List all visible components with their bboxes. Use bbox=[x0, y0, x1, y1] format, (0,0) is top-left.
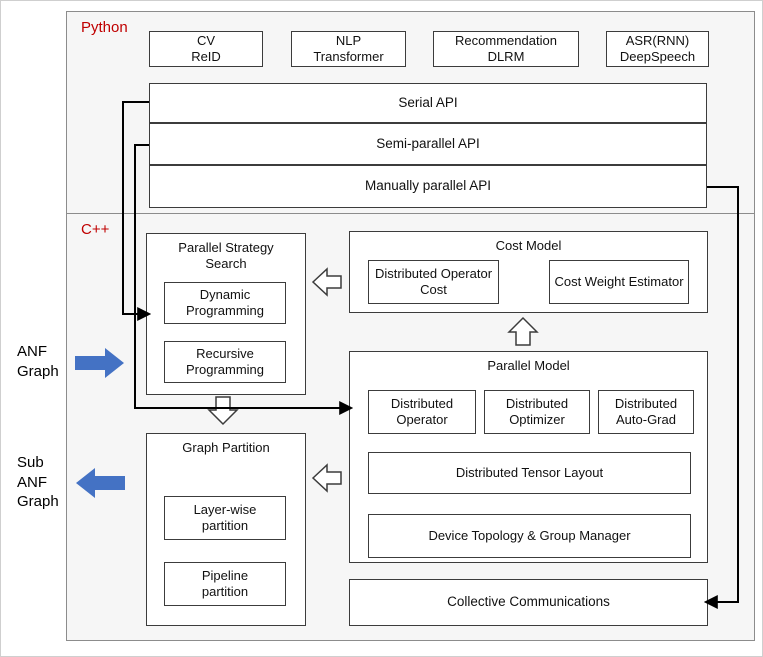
app-box-text: NLP Transformer bbox=[313, 33, 383, 66]
app-line2: DLRM bbox=[487, 49, 525, 64]
app-box-text: ASR(RNN) DeepSpeech bbox=[620, 33, 695, 66]
python-section-label: Python bbox=[81, 19, 128, 36]
parallel-model-title: Parallel Model bbox=[487, 358, 570, 373]
app-line1: NLP bbox=[335, 32, 362, 48]
dynamic-programming-box: Dynamic Programming bbox=[164, 282, 286, 324]
layer-wise-partition-box: Layer-wise partition bbox=[164, 496, 286, 540]
app-line2: ReID bbox=[191, 49, 221, 64]
app-box-asr-deepspeech: ASR(RNN) DeepSpeech bbox=[606, 31, 709, 67]
cpp-section-label: C++ bbox=[81, 221, 110, 238]
sub-anf-graph-label: Sub ANF Graph bbox=[17, 454, 59, 510]
graph-partition-title: Graph Partition bbox=[182, 440, 270, 455]
app-line2: Transformer bbox=[313, 49, 384, 64]
app-line1: Recommendation bbox=[455, 32, 557, 48]
parallel-strategy-search-group: Parallel Strategy Search Dynamic Program… bbox=[146, 233, 306, 395]
cost-weight-estimator-box: Cost Weight Estimator bbox=[549, 260, 689, 304]
semi-parallel-api-bar: Semi-parallel API bbox=[149, 123, 707, 165]
manually-parallel-api-bar: Manually parallel API bbox=[149, 165, 707, 208]
serial-api-bar: Serial API bbox=[149, 83, 707, 123]
app-box-text: CV ReID bbox=[191, 33, 221, 66]
app-box-cv-reid: CV ReID bbox=[149, 31, 263, 67]
app-line1: CV bbox=[196, 32, 216, 48]
parallel-model-group: Parallel Model Distributed Operator Dist… bbox=[349, 351, 708, 563]
distributed-optimizer-box: Distributed Optimizer bbox=[484, 390, 590, 434]
distributed-operator-cost-box: Distributed Operator Cost bbox=[368, 260, 499, 304]
app-box-recommendation-dlrm: Recommendation DLRM bbox=[433, 31, 579, 67]
anf-graph-label: ANF Graph bbox=[17, 343, 59, 380]
graph-partition-group: Graph Partition Layer-wise partition Pip… bbox=[146, 433, 306, 626]
cost-model-group: Cost Model Distributed Operator Cost Cos… bbox=[349, 231, 708, 313]
parallel-strategy-search-title: Parallel Strategy Search bbox=[178, 240, 274, 272]
app-line2: DeepSpeech bbox=[619, 49, 696, 64]
collective-communications-bar: Collective Communications bbox=[349, 579, 708, 626]
distributed-tensor-layout-box: Distributed Tensor Layout bbox=[368, 452, 691, 494]
recursive-programming-box: Recursive Programming bbox=[164, 341, 286, 383]
pipeline-partition-box: Pipeline partition bbox=[164, 562, 286, 606]
app-line1: ASR(RNN) bbox=[625, 32, 690, 48]
distributed-operator-box: Distributed Operator bbox=[368, 390, 476, 434]
device-topology-group-manager-box: Device Topology & Group Manager bbox=[368, 514, 691, 558]
app-box-text: Recommendation DLRM bbox=[455, 33, 557, 66]
app-box-nlp-transformer: NLP Transformer bbox=[291, 31, 406, 67]
distributed-auto-grad-box: Distributed Auto-Grad bbox=[598, 390, 694, 434]
cost-model-title: Cost Model bbox=[495, 238, 562, 253]
